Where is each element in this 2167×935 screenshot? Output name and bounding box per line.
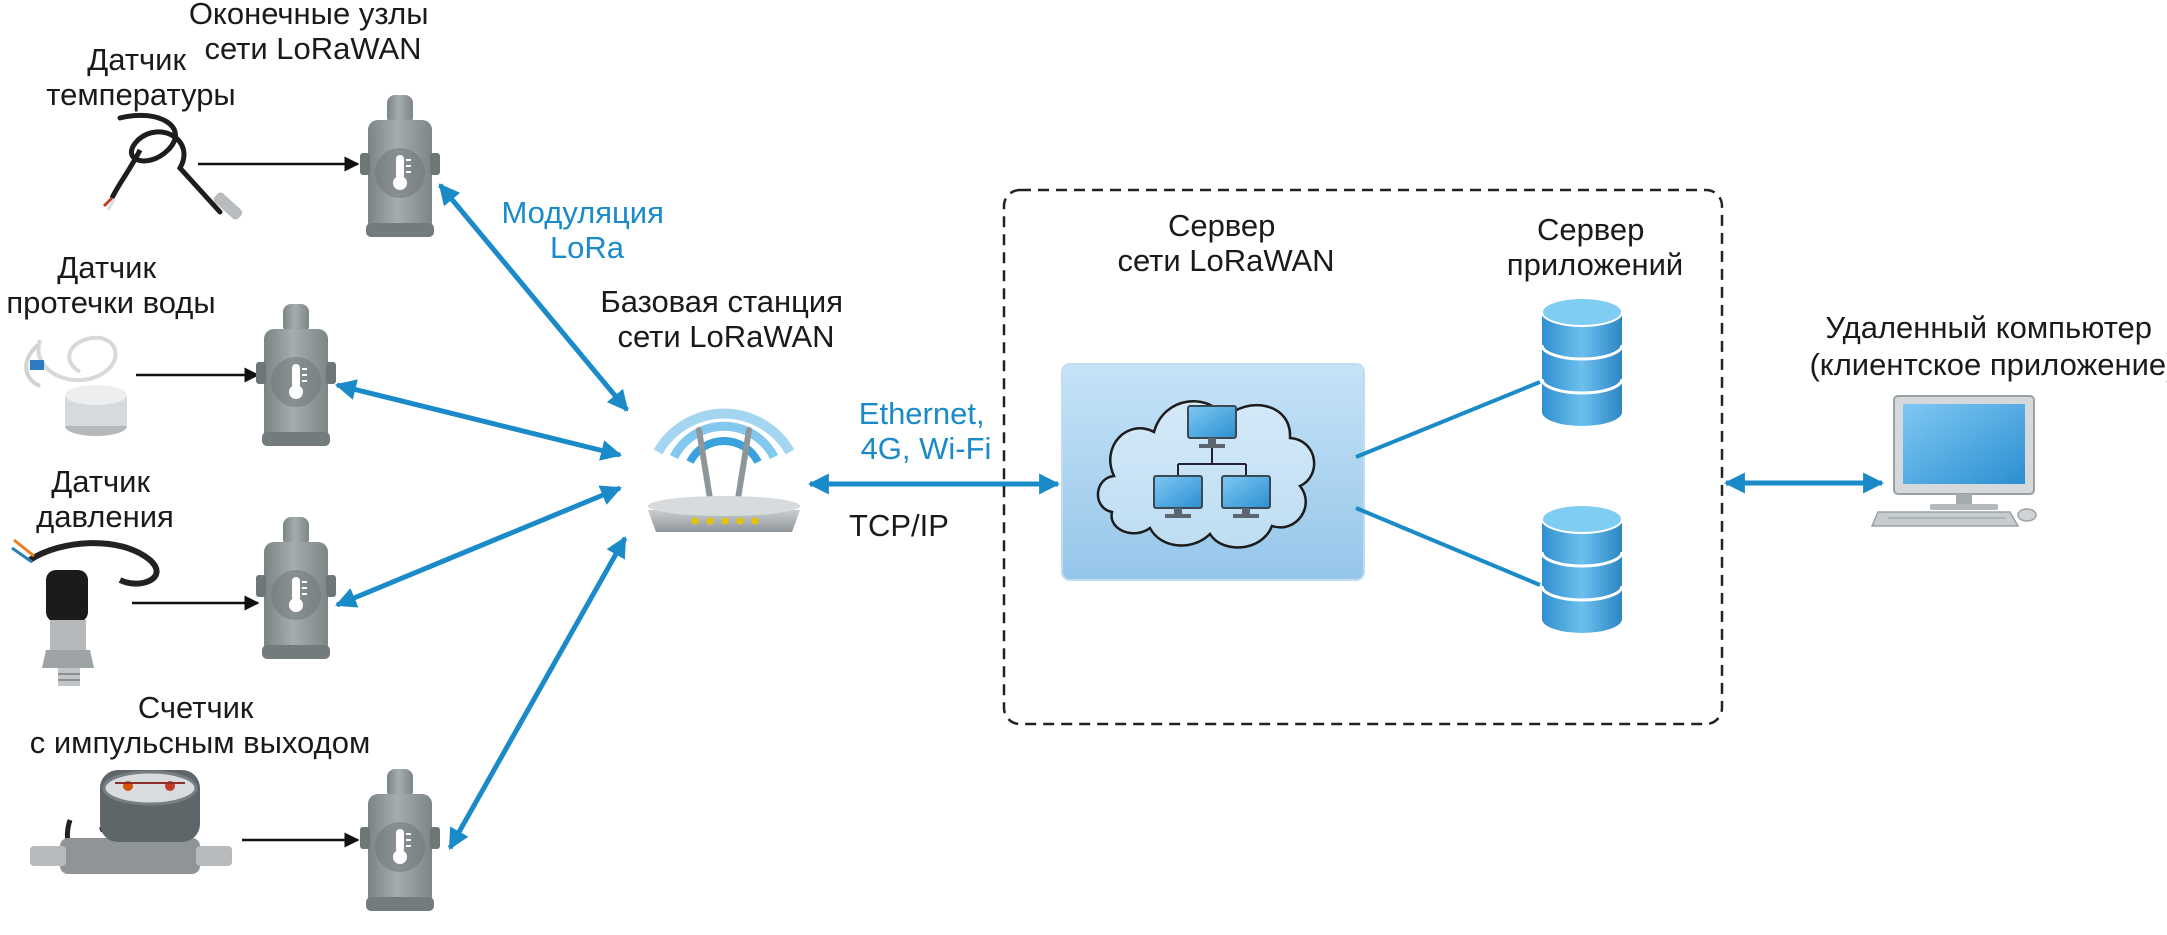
base-station-label: Базовая станция сети LoRaWAN: [600, 284, 851, 354]
water-leak-sensor-icon: [24, 335, 127, 436]
lora-link-node-1: [438, 183, 629, 412]
router-icon: [648, 408, 800, 532]
pressure-sensor-label: Датчик давления: [36, 464, 174, 534]
temperature-sensor-label: Датчик температуры: [46, 42, 235, 112]
application-server-label: Сервер приложений: [1507, 212, 1683, 282]
lorawan-node-icon: [359, 768, 441, 912]
lora-modulation-label: Модуляция LoRa: [502, 195, 673, 265]
water-leak-sensor-label: Датчик протечки воды: [6, 250, 215, 320]
remote-computer-label: Удаленный компьютер (клиентское приложен…: [1809, 310, 2167, 382]
database-icon: [1540, 296, 1624, 428]
desktop-computer-icon: [1870, 395, 2037, 527]
network-to-app-server-link-2: [1355, 506, 1541, 587]
lorawan-node-icon: [255, 516, 337, 660]
lora-link-node-3: [335, 485, 622, 608]
server-group-frame: [1002, 188, 1724, 726]
pressure-sensor-icon: [11, 538, 160, 686]
cloud-network-icon: [1061, 363, 1365, 581]
lora-link-node-4: [447, 536, 628, 850]
network-server-label: Сервер сети LoRaWAN: [1117, 208, 1334, 278]
lora-link-node-2: [334, 379, 623, 461]
lorawan-node-icon: [255, 303, 337, 447]
tcpip-label: TCP/IP: [849, 508, 949, 543]
network-to-app-server-link-1: [1355, 380, 1541, 459]
temperature-probe-icon: [102, 112, 243, 220]
database-icon: [1540, 503, 1624, 635]
lorawan-node-icon: [359, 94, 441, 238]
backhaul-label: Ethernet, 4G, Wi-Fi: [859, 396, 993, 466]
pulse-meter-label: Счетчик с импульсным выходом: [30, 690, 371, 760]
pulse-water-meter-icon: [30, 770, 232, 874]
end-nodes-title: Оконечные узлы сети LoRaWAN: [189, 0, 437, 66]
